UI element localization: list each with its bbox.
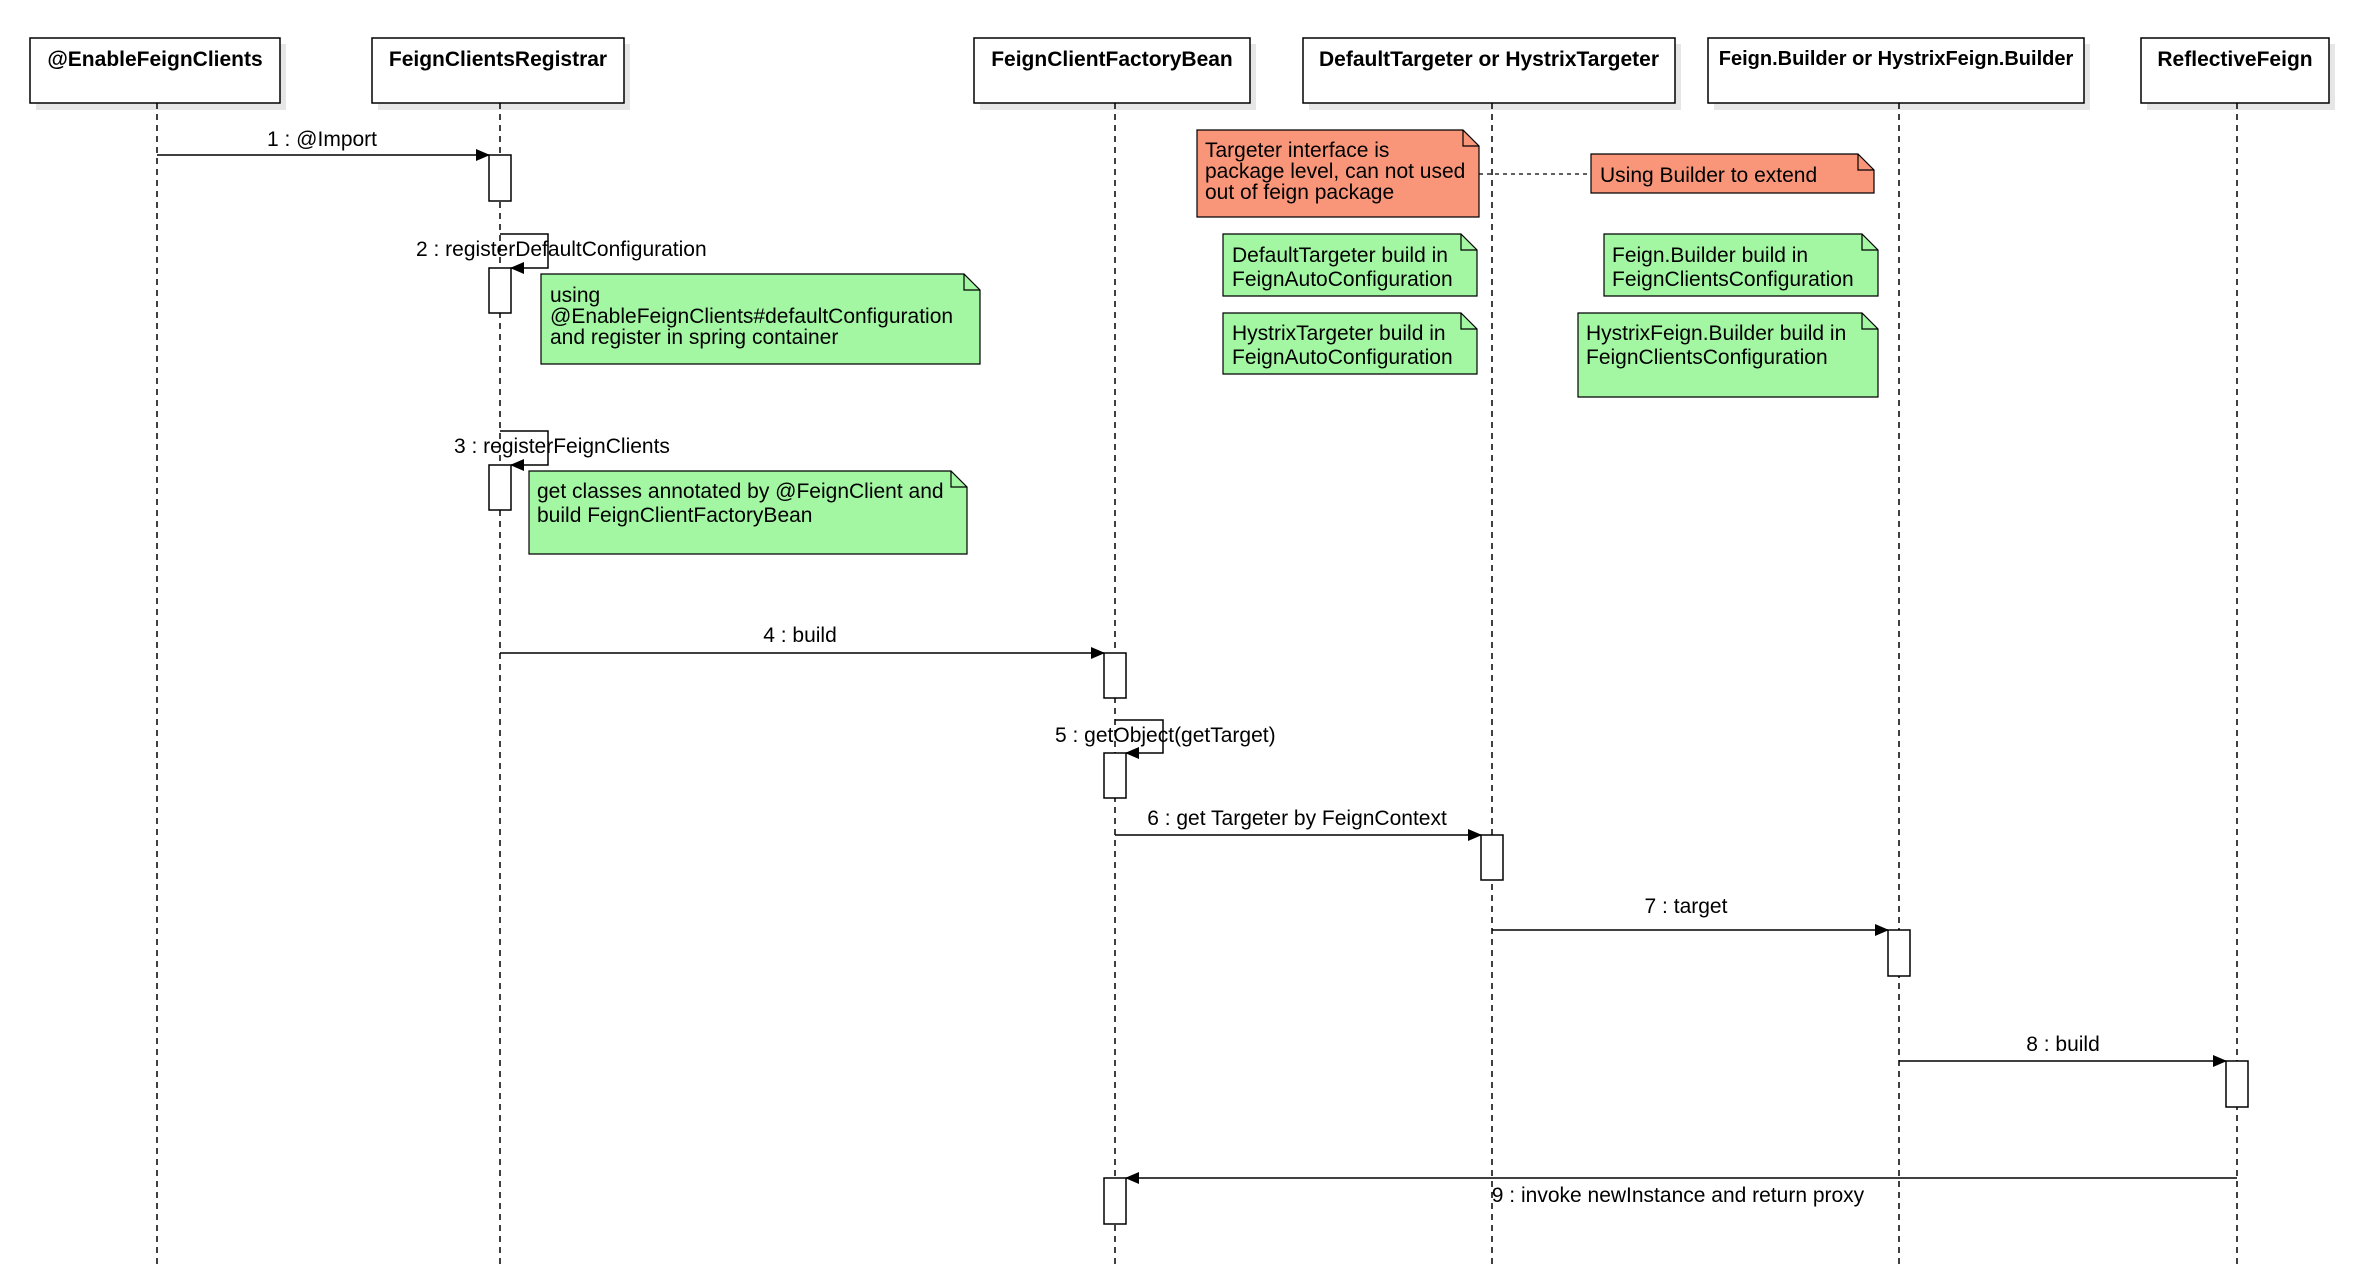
message-label: 7 : target [1645,895,1728,918]
lifeline-feign-clients-registrar: FeignClientsRegistrar [371,37,630,110]
note-hystrix-feign-builder: HystrixFeign.Builder build in FeignClien… [1577,312,1879,398]
note-default-targeter: DefaultTargeter build in FeignAutoConfig… [1222,233,1478,297]
lifeline-title-registrar: FeignClientsRegistrar [389,48,607,71]
message-8-build: 8 : build [1899,1033,2227,1067]
note-line: Targeter interface is [1205,139,1389,162]
lifeline-title-factory: FeignClientFactoryBean [991,48,1233,71]
note-line: DefaultTargeter build in [1232,244,1448,267]
lifeline-title-reflective: ReflectiveFeign [2157,48,2312,71]
note-line: HystrixTargeter build in [1232,322,1446,345]
message-label: 5 : getObject(getTarget) [1055,724,1276,747]
self-message-arrow [1115,719,1164,759]
note-feign-builder: Feign.Builder build in FeignClientsConfi… [1603,233,1879,297]
note-line: FeignClientsConfiguration [1612,268,1854,291]
message-label: 9 : invoke newInstance and return proxy [1492,1184,1865,1207]
note-line: package level, can not used [1205,160,1465,183]
message-4-build: 4 : build [500,624,1105,659]
activation-factory-1 [1103,652,1127,699]
activation-registrar-2 [488,267,512,314]
note-line: @EnableFeignClients#defaultConfiguration [550,305,953,328]
lifeline-targeter: DefaultTargeter or HystrixTargeter [1302,37,1681,110]
note-line: build FeignClientFactoryBean [537,504,812,527]
lifeline-feign-client-factory-bean: FeignClientFactoryBean [973,37,1256,110]
lifeline-title-enable: @EnableFeignClients [47,48,262,71]
note-using-builder-to-extend: Using Builder to extend [1590,153,1875,194]
lifeline-title-builder: Feign.Builder or HystrixFeign.Builder [1719,48,2074,70]
note-line: and register in spring container [550,326,838,349]
note-targeter-package-level: Targeter interface is package level, can… [1196,129,1480,218]
activation-factory-2 [1103,752,1127,799]
message-label: 2 : registerDefaultConfiguration [416,238,707,261]
message-2-register-default-configuration: 2 : registerDefaultConfiguration [416,233,707,274]
activation-factory-3 [1103,1177,1127,1225]
note-line: out of feign package [1205,181,1394,204]
message-1-import: 1 : @Import [157,128,490,161]
note-hystrix-targeter: HystrixTargeter build in FeignAutoConfig… [1222,312,1478,375]
note-default-configuration: using @EnableFeignClients#defaultConfigu… [540,273,981,365]
note-line: using [550,284,600,307]
activation-registrar-1 [488,154,512,202]
lifeline-feign-builder: Feign.Builder or HystrixFeign.Builder [1707,37,2090,110]
note-line: FeignClientsConfiguration [1586,346,1828,369]
message-label: 4 : build [763,624,837,647]
note-text: Targeter interface is package level, can… [1205,139,1471,204]
message-label: 8 : build [2026,1033,2100,1056]
note-text: HystrixFeign.Builder build in FeignClien… [1586,322,1852,369]
note-text: DefaultTargeter build in FeignAutoConfig… [1232,244,1454,291]
message-3-register-feign-clients: 3 : registerFeignClients [454,430,670,471]
message-7-target: 7 : target [1492,895,1889,936]
note-register-feign-clients: get classes annotated by @FeignClient an… [528,470,968,555]
lifeline-reflective-feign: ReflectiveFeign [2140,37,2335,110]
note-line: FeignAutoConfiguration [1232,268,1453,291]
self-message-arrow [500,233,549,274]
note-text: Using Builder to extend [1600,164,1817,187]
self-message-arrow [500,430,549,471]
note-text: get classes annotated by @FeignClient an… [537,480,949,527]
lifeline-title-targeter: DefaultTargeter or HystrixTargeter [1319,48,1659,71]
activation-registrar-3 [488,464,512,511]
activation-builder [1887,929,1911,977]
note-text: using @EnableFeignClients#defaultConfigu… [550,284,959,349]
note-line: FeignAutoConfiguration [1232,346,1453,369]
message-5-get-object: 5 : getObject(getTarget) [1055,719,1276,759]
note-text: HystrixTargeter build in FeignAutoConfig… [1232,322,1453,369]
note-line: get classes annotated by @FeignClient an… [537,480,944,503]
message-label: 6 : get Targeter by FeignContext [1147,807,1447,830]
lifeline-enable-feign-clients: @EnableFeignClients [29,37,286,110]
note-line: HystrixFeign.Builder build in [1586,322,1846,345]
note-text: Feign.Builder build in FeignClientsConfi… [1612,244,1854,291]
message-label: 1 : @Import [267,128,377,151]
activation-reflective [2225,1060,2249,1108]
activation-targeter [1480,834,1504,881]
message-label: 3 : registerFeignClients [454,435,670,458]
note-line: Using Builder to extend [1600,164,1817,187]
message-9-invoke-new-instance: 9 : invoke newInstance and return proxy [1125,1172,2237,1207]
note-line: Feign.Builder build in [1612,244,1808,267]
message-6-get-targeter: 6 : get Targeter by FeignContext [1115,807,1482,841]
